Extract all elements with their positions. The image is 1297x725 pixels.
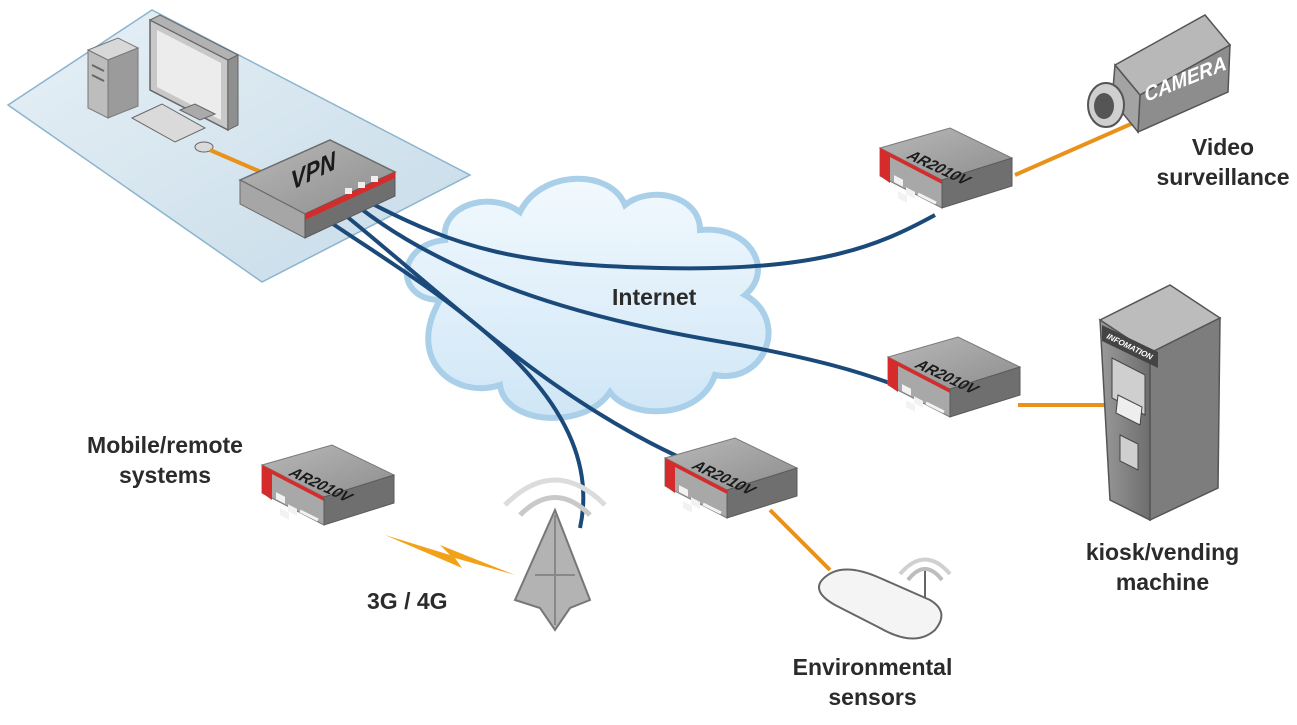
- hq-platform: [6, 9, 472, 283]
- router-kiosk: AR2010V: [886, 335, 1022, 419]
- sensor-device-icon: [818, 557, 952, 640]
- label-line: Video: [1191, 134, 1255, 160]
- label-line: Mobile/remote: [87, 432, 243, 458]
- video-surveillance-label: Video surveillance: [1148, 132, 1297, 192]
- kiosk-icon: INFOMATION: [1098, 284, 1222, 522]
- camera-icon: CAMERA: [1087, 14, 1232, 134]
- label-line: kiosk/vending: [1085, 539, 1240, 565]
- router-mobile: AR2010V: [260, 443, 396, 527]
- router-video: AR2010V: [878, 126, 1014, 210]
- mobile-remote-label: Mobile/remote systems: [75, 430, 255, 490]
- label-line: surveillance: [1156, 164, 1290, 190]
- internet-label: Internet: [612, 284, 697, 310]
- vpn-gateway-icon: VPN: [238, 139, 397, 239]
- wireless-signal-icon: [385, 535, 515, 575]
- environmental-sensors-label: Environmental sensors: [780, 652, 965, 712]
- cell-tower-icon: [503, 477, 607, 632]
- wireless-label: 3G / 4G: [367, 588, 448, 614]
- internet-cloud: [403, 175, 772, 421]
- label-line: Environmental: [792, 654, 953, 680]
- label-line: sensors: [828, 684, 917, 710]
- label-line: machine: [1115, 569, 1210, 595]
- vpn-links: [328, 198, 936, 529]
- kiosk-label: kiosk/vending machine: [1080, 537, 1245, 597]
- desktop-computer-icon: [86, 14, 240, 153]
- router-sensors: AR2010V: [663, 436, 799, 520]
- lan-links: [209, 118, 1141, 572]
- label-line: systems: [118, 462, 212, 488]
